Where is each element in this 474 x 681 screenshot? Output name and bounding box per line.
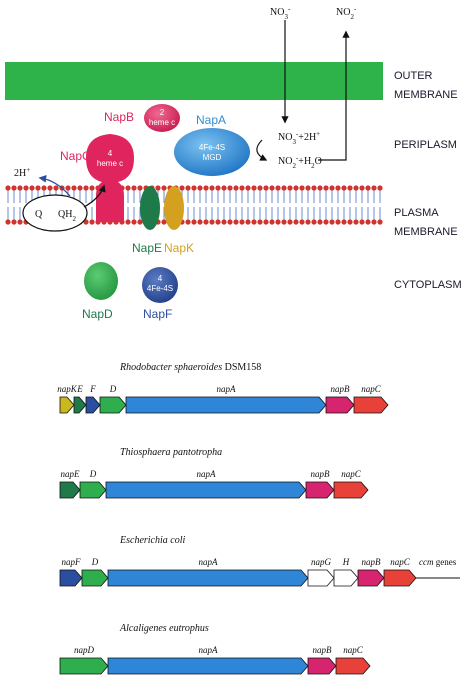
gene-label: napC bbox=[390, 557, 411, 567]
gene-label: napA bbox=[199, 645, 219, 655]
napb-label: NapB bbox=[104, 110, 134, 124]
outer-membrane bbox=[5, 62, 383, 100]
gene-arrow bbox=[107, 569, 309, 587]
gene-arrow bbox=[325, 396, 355, 414]
gene-label: napB bbox=[311, 469, 331, 479]
gene-arrow bbox=[79, 481, 107, 499]
gene-arrow bbox=[73, 396, 87, 414]
reaction-input: NO3-+2H+ bbox=[278, 130, 320, 146]
plasma-membrane-label-line1: PLASMA bbox=[394, 207, 439, 219]
gene-label: napK bbox=[57, 384, 78, 394]
organism-title: Thiosphaera pantotropha bbox=[120, 447, 222, 458]
gene-arrow bbox=[333, 481, 369, 499]
cytoplasm-label: CYTOPLASM bbox=[394, 279, 462, 291]
gene-label: napG bbox=[311, 557, 332, 567]
nitrite-top-label: NO2- bbox=[336, 5, 357, 21]
electron-transfer-arrow bbox=[83, 184, 106, 208]
gene-label: napC bbox=[343, 645, 364, 655]
periplasm-label: PERIPLASM bbox=[394, 139, 457, 151]
napa-label: NapA bbox=[196, 113, 226, 127]
outer-membrane-label-line2: MEMBRANE bbox=[394, 89, 458, 101]
napd-protein bbox=[84, 262, 118, 300]
nitrate-top-label: NO3- bbox=[270, 5, 291, 21]
gene-arrow bbox=[59, 481, 81, 499]
gene-label: F bbox=[89, 384, 96, 394]
outer-membrane-label-line1: OUTER bbox=[394, 70, 433, 82]
gene-arrow bbox=[357, 569, 385, 587]
reaction-arrow bbox=[256, 139, 268, 161]
napc-label: NapC bbox=[60, 149, 91, 163]
gene-arrow bbox=[59, 657, 109, 675]
organism-title: Escherichia coli bbox=[119, 535, 185, 546]
napc-inner-line2: heme c bbox=[97, 159, 123, 168]
gene-label: napB bbox=[313, 645, 333, 655]
reaction-output: NO2-+H2O bbox=[278, 154, 322, 170]
gene-arrow bbox=[99, 396, 127, 414]
gene-label: napC bbox=[341, 469, 362, 479]
gene-label: D bbox=[109, 384, 117, 394]
gene-arrow bbox=[335, 657, 371, 675]
gene-arrow bbox=[105, 481, 307, 499]
napf-inner-line1: 4 bbox=[158, 274, 163, 283]
gene-label: H bbox=[342, 557, 350, 567]
napa-inner-line2: MGD bbox=[203, 153, 222, 162]
napf-inner-line2: 4Fe-4S bbox=[147, 284, 173, 293]
gene-arrow bbox=[307, 657, 337, 675]
gene-arrow bbox=[383, 569, 417, 587]
organism-title: Rhodobacter sphaeroides DSM158 bbox=[119, 362, 261, 373]
nape-protein bbox=[140, 186, 160, 230]
napk-protein bbox=[164, 186, 184, 230]
gene-label: D bbox=[91, 557, 99, 567]
napa-protein bbox=[174, 128, 250, 176]
proton-release-arrow bbox=[38, 174, 71, 197]
gene-arrow bbox=[59, 569, 83, 587]
gene-arrow bbox=[307, 569, 335, 587]
plasma-membrane-label-line2: MEMBRANE bbox=[394, 226, 458, 238]
napc-protein bbox=[86, 134, 134, 222]
gene-label: E bbox=[76, 384, 83, 394]
gene-arrow bbox=[125, 396, 327, 414]
napd-label: NapD bbox=[82, 307, 113, 321]
quinone-pool bbox=[22, 194, 88, 232]
gene-label: D bbox=[89, 469, 97, 479]
nape-label: NapE bbox=[132, 241, 162, 255]
organism-title: Alcaligenes eutrophus bbox=[119, 623, 209, 634]
gene-label: napB bbox=[331, 384, 351, 394]
napf-protein bbox=[142, 267, 178, 303]
nitrite-out-arrow bbox=[318, 30, 350, 161]
quinone-label: Q bbox=[35, 209, 43, 220]
napb-inner-line2: heme c bbox=[149, 118, 175, 127]
gene-label: napC bbox=[361, 384, 382, 394]
gene-label: napA bbox=[217, 384, 237, 394]
gene-arrow bbox=[305, 481, 335, 499]
gene-arrow bbox=[85, 396, 101, 414]
gene-arrow bbox=[59, 396, 75, 414]
gene-label: napE bbox=[61, 469, 81, 479]
gene-arrow bbox=[333, 569, 359, 587]
quinol-label: QH2 bbox=[58, 209, 76, 223]
napa-inner-line1: 4Fe-4S bbox=[199, 143, 225, 152]
gene-label: napF bbox=[62, 557, 82, 567]
napc-inner-line1: 4 bbox=[108, 149, 113, 158]
protons-label: 2H+ bbox=[14, 166, 30, 179]
napb-inner-line1: 2 bbox=[160, 108, 165, 117]
gene-label: napA bbox=[197, 469, 217, 479]
ccm-genes-label: ccm genes bbox=[419, 557, 457, 567]
napb-protein bbox=[144, 104, 180, 132]
gene-label: napA bbox=[199, 557, 219, 567]
gene-arrow bbox=[107, 657, 309, 675]
gene-arrow bbox=[81, 569, 109, 587]
gene-arrow bbox=[353, 396, 389, 414]
gene-label: napB bbox=[362, 557, 382, 567]
gene-label: napD bbox=[74, 645, 95, 655]
napf-label: NapF bbox=[143, 307, 172, 321]
napk-label: NapK bbox=[164, 241, 194, 255]
